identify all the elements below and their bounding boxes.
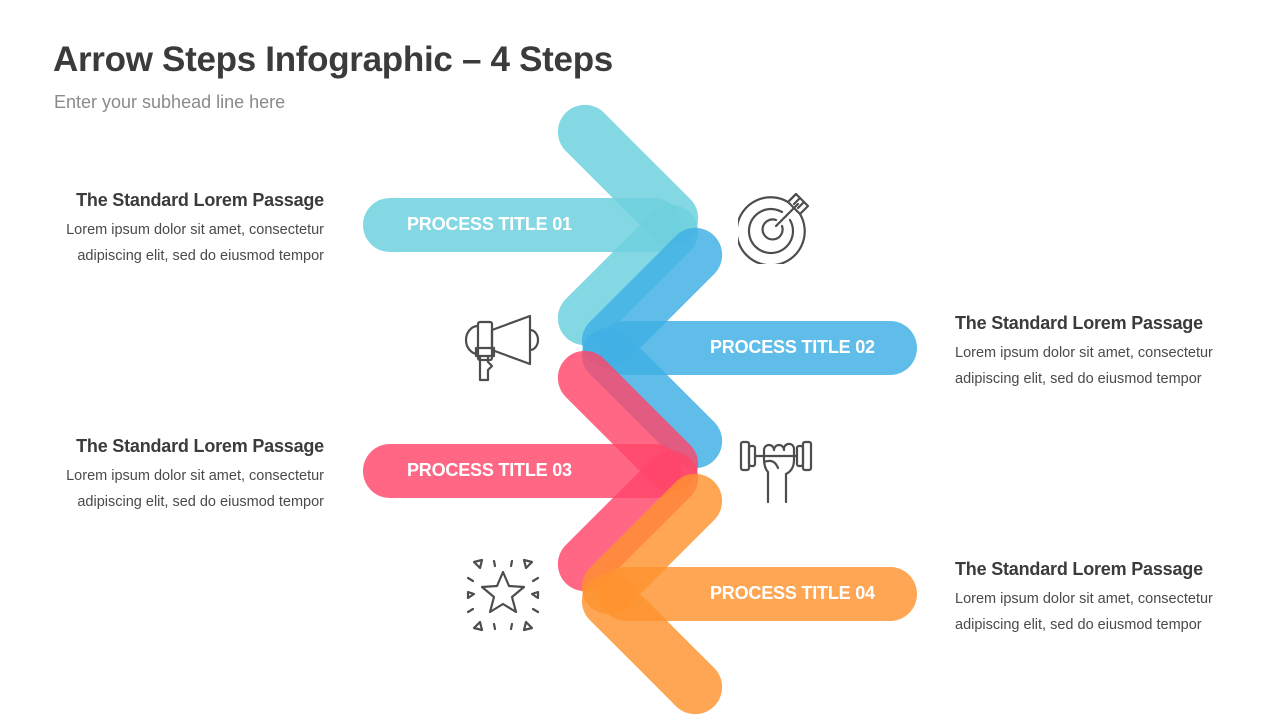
arrow-2-label: PROCESS TITLE 02 xyxy=(710,337,875,357)
step-4-body-line-1: Lorem ipsum dolor sit amet, consectetur xyxy=(955,591,1213,607)
step-3-body-line-2: adipiscing elit, sed do eiusmod tempor xyxy=(77,494,324,510)
arrow-1-label: PROCESS TITLE 01 xyxy=(407,214,572,234)
step-3-body-line-1: Lorem ipsum dolor sit amet, consectetur xyxy=(66,468,324,484)
dumbbell-fist-icon xyxy=(738,436,814,509)
step-1-description: The Standard Lorem Passage Lorem ipsum d… xyxy=(34,189,324,269)
step-4-description: The Standard Lorem Passage Lorem ipsum d… xyxy=(955,558,1245,638)
step-3-heading: The Standard Lorem Passage xyxy=(76,436,324,456)
step-2-body: Lorem ipsum dolor sit amet, consectetur … xyxy=(955,340,1245,392)
step-1-heading: The Standard Lorem Passage xyxy=(76,190,324,210)
megaphone-icon xyxy=(464,312,544,389)
step-4-heading: The Standard Lorem Passage xyxy=(955,559,1203,579)
step-1-body-line-2: adipiscing elit, sed do eiusmod tempor xyxy=(77,248,324,264)
arrow-3-label: PROCESS TITLE 03 xyxy=(407,460,572,480)
step-1-body: Lorem ipsum dolor sit amet, consectetur … xyxy=(34,217,324,269)
arrow-2-shaft xyxy=(599,321,917,375)
step-1-body-line-1: Lorem ipsum dolor sit amet, consectetur xyxy=(66,222,324,238)
page-subhead: Enter your subhead line here xyxy=(54,92,286,112)
arrow-1-shaft xyxy=(363,198,681,252)
step-2-body-line-1: Lorem ipsum dolor sit amet, consectetur xyxy=(955,345,1213,361)
step-2-body-line-2: adipiscing elit, sed do eiusmod tempor xyxy=(955,371,1202,387)
arrow-4-shaft xyxy=(599,567,917,621)
arrow-3-shaft xyxy=(363,444,681,498)
page-title: Arrow Steps Infographic – 4 Steps xyxy=(53,40,613,79)
arrow-4-label: PROCESS TITLE 04 xyxy=(710,583,875,603)
step-2-heading: The Standard Lorem Passage xyxy=(955,313,1203,333)
star-sparkle-icon xyxy=(464,556,542,639)
target-arrow-icon xyxy=(735,188,814,269)
step-4-body-line-2: adipiscing elit, sed do eiusmod tempor xyxy=(955,617,1202,633)
step-2-description: The Standard Lorem Passage Lorem ipsum d… xyxy=(955,312,1245,392)
step-3-description: The Standard Lorem Passage Lorem ipsum d… xyxy=(34,435,324,515)
step-3-body: Lorem ipsum dolor sit amet, consectetur … xyxy=(34,463,324,515)
step-4-body: Lorem ipsum dolor sit amet, consectetur … xyxy=(955,586,1245,638)
